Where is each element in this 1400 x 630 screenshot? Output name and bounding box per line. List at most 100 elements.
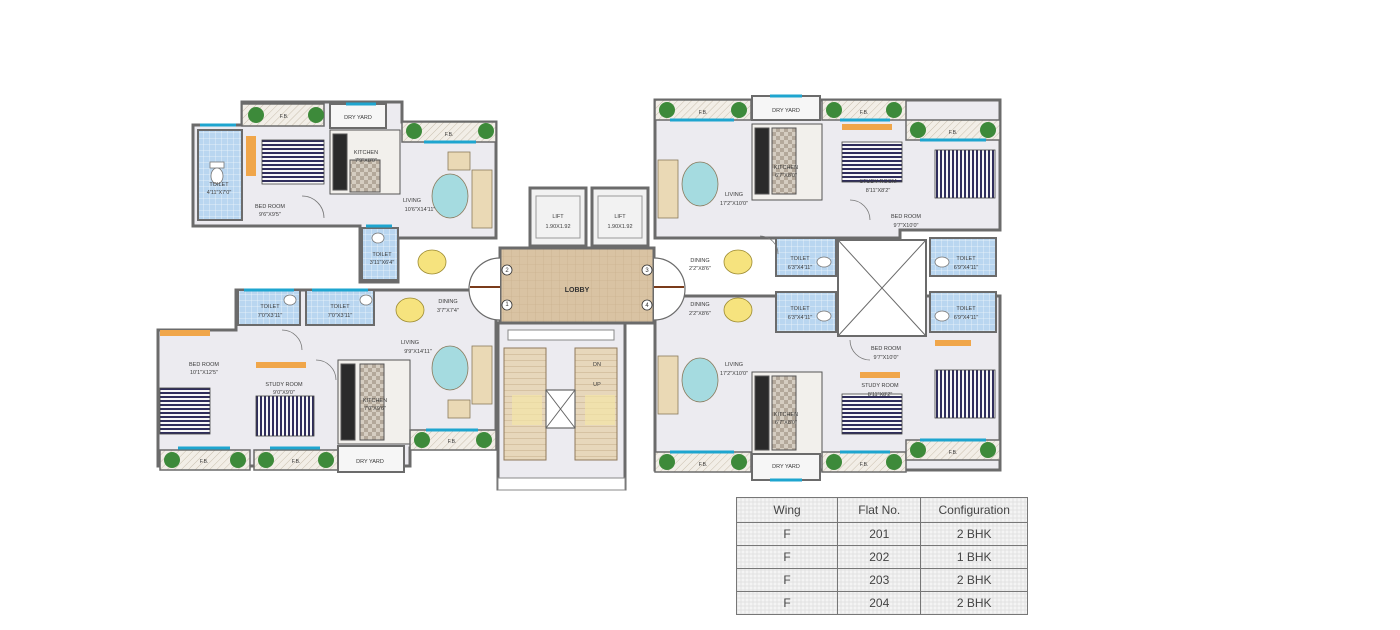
bl-living: LIVING — [401, 340, 419, 346]
bl-study-size: 9'0"X9'0" — [273, 390, 295, 396]
lift-2-label: LIFT — [614, 214, 626, 220]
br-toilet1-size: 6'3"X4'11" — [788, 315, 813, 321]
cell-wing: F — [735, 591, 839, 615]
lift-shaft-2 — [590, 186, 650, 248]
br-study: STUDY ROOM — [861, 383, 899, 389]
cell-wing: F — [735, 568, 839, 592]
col-header-configuration: Configuration — [920, 497, 1028, 523]
stair-down-label: DN — [593, 362, 601, 368]
br-kitchen-size: 6'7"X8'0" — [775, 420, 797, 426]
bl-toilet1: TOILET — [260, 304, 280, 310]
bl-living-size: 9'9"X14'11" — [404, 349, 432, 355]
fb-label: F.B. — [860, 110, 869, 116]
tl-kitchen: KITCHEN — [354, 150, 378, 156]
tl-kitchen-size: 7'9"X8'0" — [355, 158, 377, 164]
lobby-label: LOBBY — [565, 287, 590, 294]
fb-label: F.B. — [280, 114, 289, 120]
fb-label: F.B. — [860, 462, 869, 468]
configuration-table: Wing Flat No. Configuration F 201 2 BHK … — [735, 497, 1028, 615]
floor-areas — [156, 98, 1002, 472]
cell-flat-no: 203 — [837, 568, 922, 592]
living-furniture — [431, 151, 719, 419]
col-header-flat-no: Flat No. — [837, 497, 922, 523]
bl-dry-yard: DRY YARD — [356, 459, 384, 465]
cell-wing: F — [735, 522, 839, 546]
fb-label: F.B. — [292, 459, 301, 465]
tl-bedroom: BED ROOM — [255, 204, 285, 210]
fb-label: F.B. — [949, 130, 958, 136]
tr-dry-yard: DRY YARD — [772, 108, 800, 114]
table-row: F 203 2 BHK — [735, 568, 1028, 592]
br-toilet2: TOILET — [956, 306, 976, 312]
stair-up-label: UP — [593, 382, 601, 388]
br-bedroom: BED ROOM — [871, 346, 901, 352]
wardrobes — [160, 124, 971, 378]
plants — [164, 102, 996, 470]
br-toilet2-size: 6'9"X4'11" — [954, 315, 979, 321]
fb-label: F.B. — [200, 459, 209, 465]
lobby-floor — [498, 246, 656, 325]
tl-toilet2-size: 3'11"X6'4" — [370, 260, 395, 266]
br-living: LIVING — [725, 362, 743, 368]
bl-kitchen: KITCHEN — [363, 398, 387, 404]
bl-kitchen-size: 7'0"X9'6" — [364, 406, 386, 412]
tr-study-size: 8'11"X8'2" — [866, 188, 891, 194]
tl-toilet: TOILET — [209, 182, 229, 188]
tr-toilet2: TOILET — [956, 256, 976, 262]
marker-2: 2 — [505, 268, 509, 274]
fb-label: F.B. — [949, 450, 958, 456]
col-header-wing: Wing — [735, 497, 839, 523]
cell-flat-no: 201 — [837, 522, 922, 546]
dining-tables — [395, 249, 753, 323]
tl-toilet2: TOILET — [372, 252, 392, 258]
tr-dining-size: 2'2"X8'6" — [689, 266, 711, 272]
tl-living-size: 10'6"X14'11" — [405, 207, 436, 213]
cell-wing: F — [735, 545, 839, 569]
marker-1: 1 — [505, 302, 509, 308]
lift-1-label: LIFT — [552, 214, 564, 220]
marker-3: 3 — [645, 268, 649, 274]
tr-bedroom-size: 9'7"X10'0" — [894, 223, 919, 229]
tl-toilet-size: 4'11"X7'0" — [207, 190, 232, 196]
marker-4: 4 — [645, 303, 649, 309]
br-dining: DINING — [690, 302, 709, 308]
tr-dining: DINING — [690, 258, 709, 264]
fb-label: F.B. — [699, 462, 708, 468]
cell-flat-no: 204 — [837, 591, 922, 615]
tl-bedroom-size: 9'6"X9'5" — [259, 212, 281, 218]
kitchens — [329, 123, 823, 457]
fb-label: F.B. — [445, 132, 454, 138]
bl-bedroom-size: 10'1"X12'5" — [190, 370, 218, 376]
br-dining-size: 2'2"X8'6" — [689, 311, 711, 317]
bl-toilet2: TOILET — [330, 304, 350, 310]
cell-configuration: 1 BHK — [920, 545, 1028, 569]
table-row: F 204 2 BHK — [735, 591, 1028, 615]
bl-toilet1-size: 7'0"X3'11" — [258, 313, 283, 319]
bl-bedroom: BED ROOM — [189, 362, 219, 368]
beds — [159, 139, 996, 437]
cell-configuration: 2 BHK — [920, 568, 1028, 592]
tr-toilet1: TOILET — [790, 256, 810, 262]
lift-2-size: 1.90X1.92 — [607, 224, 632, 230]
tl-dry-yard: DRY YARD — [344, 115, 372, 121]
bl-dining: DINING — [438, 299, 457, 305]
duct-shaft — [837, 239, 927, 337]
cell-flat-no: 202 — [837, 545, 922, 569]
lift-1-size: 1.90X1.92 — [545, 224, 570, 230]
bl-dining-size: 3'7"X7'4" — [437, 308, 459, 314]
fb-label: F.B. — [448, 439, 457, 445]
tr-living: LIVING — [725, 192, 743, 198]
fb-label: F.B. — [699, 110, 708, 116]
bl-toilet2-size: 7'0"X3'11" — [328, 313, 353, 319]
dry-yards — [329, 95, 821, 481]
core — [468, 186, 686, 491]
bl-study: STUDY ROOM — [265, 382, 303, 388]
table-header-row: Wing Flat No. Configuration — [735, 497, 1028, 523]
tr-toilet2-size: 6'9"X4'11" — [954, 265, 979, 271]
br-bedroom-size: 9'7"X10'0" — [874, 355, 899, 361]
br-toilet1: TOILET — [790, 306, 810, 312]
tr-living-size: 17'2"X10'0" — [720, 201, 748, 207]
toilet-fixtures — [209, 161, 950, 322]
cell-configuration: 2 BHK — [920, 591, 1028, 615]
